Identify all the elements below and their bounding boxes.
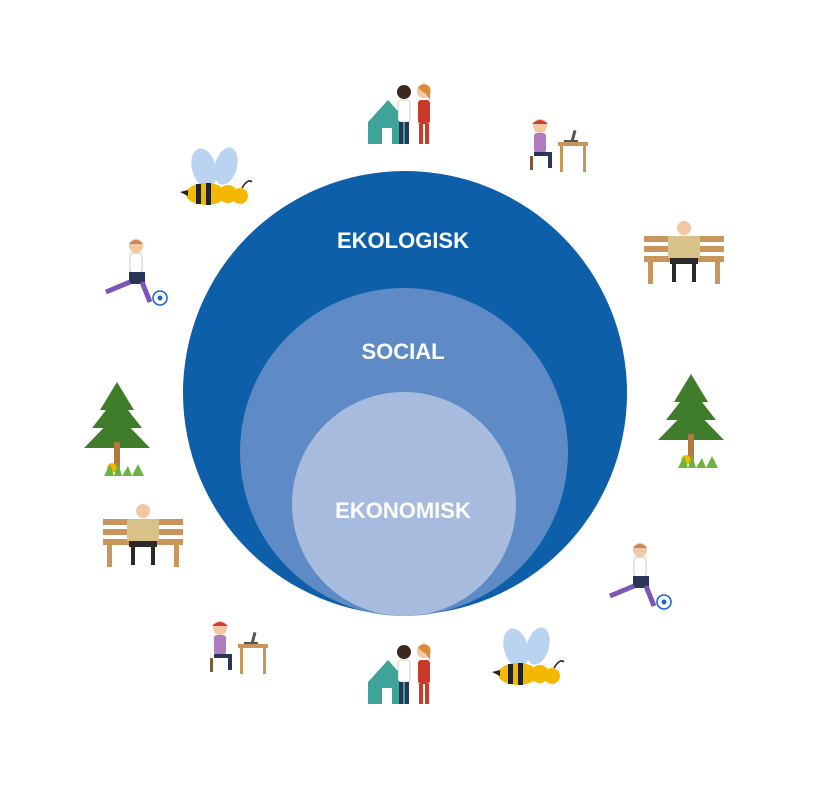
soccer-player-icon: [106, 239, 167, 305]
soccer-player-icon: [610, 543, 671, 609]
label-ekologisk: EKOLOGISK: [337, 228, 469, 253]
couple-house-icon: [367, 83, 432, 145]
label-ekonomisk: EKONOMISK: [335, 498, 471, 523]
bumblebee-icon: [491, 624, 565, 686]
label-social: SOCIAL: [361, 339, 444, 364]
person-bench-reading-icon: [644, 221, 724, 284]
ring-ekonomisk: [292, 392, 516, 616]
person-laptop-icon: [530, 119, 588, 172]
person-laptop-icon: [210, 621, 268, 674]
spruce-tree-icon: [658, 374, 724, 468]
bumblebee-icon: [179, 144, 253, 206]
couple-house-icon: [367, 643, 432, 705]
person-bench-reading-icon: [103, 504, 183, 567]
spruce-tree-icon: [84, 382, 150, 476]
